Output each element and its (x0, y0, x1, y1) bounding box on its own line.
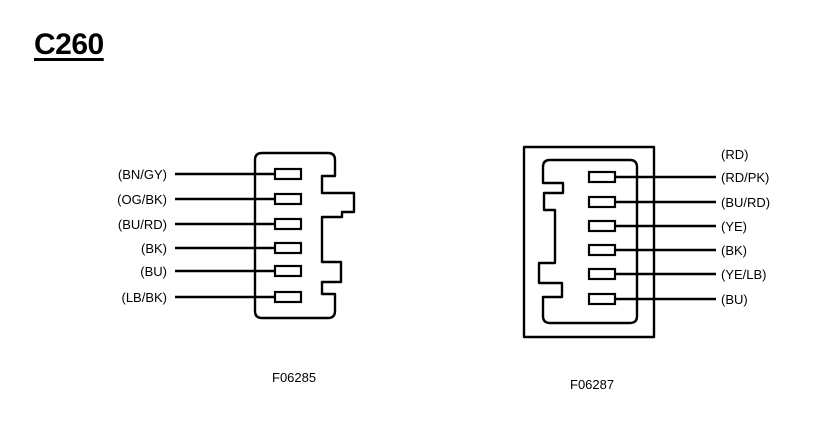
right-connector-housing (537, 158, 639, 325)
left-wire-label: (BU) (140, 264, 167, 279)
left-label-group: (BN/GY) (OG/BK) (BU/RD) (BK) (BU) (LB/BK) (117, 167, 167, 305)
right-pin-5 (587, 267, 617, 281)
left-wire-label: (BU/RD) (118, 217, 167, 232)
left-wire-group (175, 167, 303, 304)
right-connector: (RD/PK) (BU/RD) (YE) (BK) (YE/LB) (BU) (RD) (522, 145, 770, 339)
left-figure-id: F06285 (272, 370, 316, 385)
right-figure-id: F06287 (570, 377, 614, 392)
right-wire-label: (BU/RD) (721, 195, 770, 210)
right-pin-6 (587, 292, 617, 306)
right-wire-label: (BU) (721, 292, 748, 307)
left-pin-1 (273, 167, 303, 181)
left-pin-5 (273, 264, 303, 278)
connector-title: C260 (34, 28, 104, 61)
right-header-label: (RD) (721, 147, 748, 162)
left-pin-3 (273, 217, 303, 231)
left-pin-2 (273, 192, 303, 206)
left-connector: (BN/GY) (OG/BK) (BU/RD) (BK) (BU) (LB/BK) (117, 151, 356, 320)
left-wire-label: (OG/BK) (117, 192, 167, 207)
left-wire-label: (LB/BK) (121, 290, 167, 305)
right-pin-3 (587, 219, 617, 233)
left-wire-label: (BK) (141, 241, 167, 256)
right-wire-label: (YE) (721, 219, 747, 234)
left-pin-4 (273, 241, 303, 255)
left-wire-label: (BN/GY) (118, 167, 167, 182)
right-pin-4 (587, 243, 617, 257)
right-wire-group (587, 170, 716, 306)
right-wire-label: (BK) (721, 243, 747, 258)
right-pin-2 (587, 195, 617, 209)
right-label-group: (RD/PK) (BU/RD) (YE) (BK) (YE/LB) (BU) (721, 170, 770, 307)
left-connector-housing (253, 151, 356, 320)
right-wire-label: (YE/LB) (721, 267, 767, 282)
right-connector-frame (522, 145, 656, 339)
right-pin-1 (587, 170, 617, 184)
right-wire-label: (RD/PK) (721, 170, 769, 185)
left-pin-6 (273, 290, 303, 304)
